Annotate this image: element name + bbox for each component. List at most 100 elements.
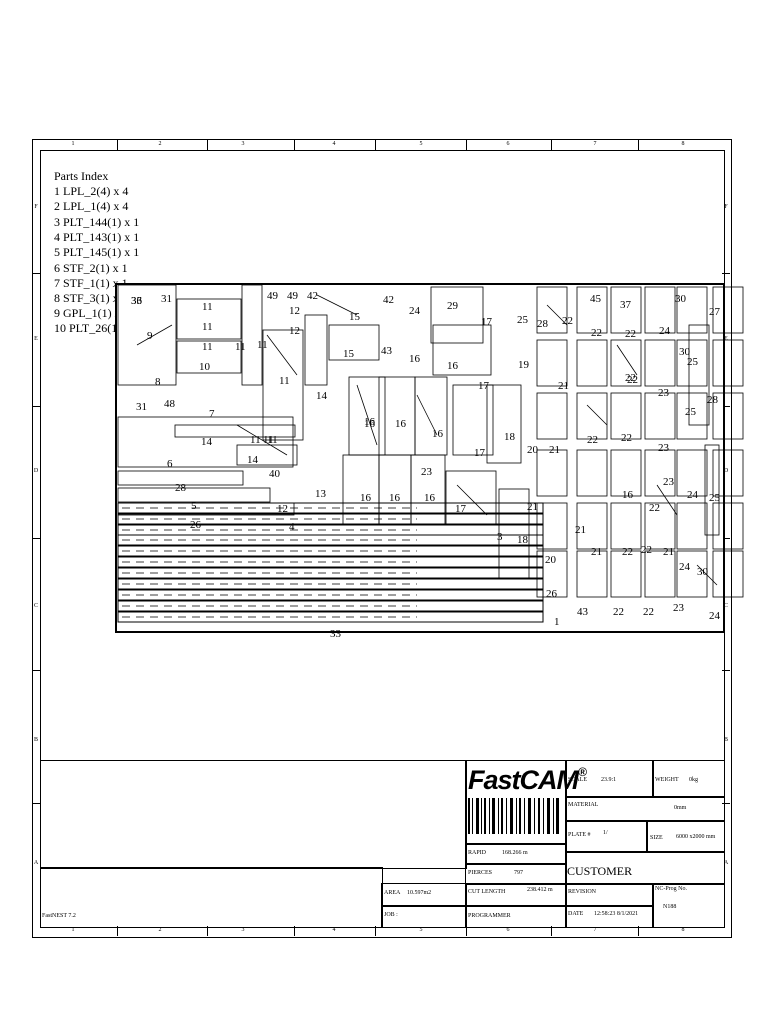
part-number-label: 33 — [330, 628, 342, 640]
column-number: 3 — [241, 927, 245, 933]
registered-mark: ® — [578, 765, 587, 779]
row-letter: C — [723, 603, 728, 609]
row-letter: E — [34, 336, 38, 342]
grid-tick — [375, 926, 376, 936]
nested-part-outline — [328, 324, 380, 361]
part-number-label: 43 — [577, 606, 589, 618]
plate-box — [565, 820, 648, 853]
part-number-label: 12 — [289, 325, 300, 337]
part-number-label: 22 — [562, 315, 573, 327]
part-number-label: 30 — [679, 346, 691, 358]
nested-part-outline — [712, 502, 744, 550]
row-letter: B — [723, 737, 728, 743]
software-label: FastNEST 7.2 — [42, 913, 76, 919]
row-letter: B — [33, 737, 38, 743]
part-number-label: 15 — [349, 311, 361, 323]
date-box — [565, 905, 654, 928]
part-number-label: 24 — [687, 489, 699, 501]
cut-path — [586, 404, 608, 426]
part-number-label: 23 — [658, 442, 670, 454]
grid-tick — [638, 926, 639, 936]
grid-tick — [32, 670, 40, 671]
part-number-label: 19 — [518, 359, 530, 371]
weight-box — [652, 760, 725, 798]
part-number-label: 26 — [546, 588, 558, 600]
part-number-label: 16 — [360, 492, 372, 504]
nested-part-outline — [241, 284, 263, 386]
nested-part-outline — [676, 449, 708, 497]
part-number-label: 13 — [315, 488, 327, 500]
parts-index-item: 3 PLT_144(1) x 1 — [54, 215, 140, 229]
part-number-label: 23 — [663, 476, 675, 488]
nested-part-outline — [688, 324, 710, 426]
part-number-label: 21 — [549, 444, 560, 456]
grid-tick — [375, 140, 376, 150]
nested-part-outline — [576, 392, 608, 440]
row-letter: F — [34, 204, 38, 210]
part-number-label: 30 — [697, 566, 709, 578]
part-number-label: 33 — [131, 295, 143, 307]
area-label: AREA — [384, 890, 401, 896]
part-number-label: 11 — [202, 301, 213, 313]
part-number-label: 14 — [316, 390, 328, 402]
scale-box — [565, 760, 654, 798]
part-number-label: 12 — [277, 503, 288, 515]
nested-part-outline — [536, 550, 568, 598]
parts-index-item: 6 STF_2(1) x 1 — [54, 261, 128, 275]
cut-path — [546, 304, 568, 326]
nested-part-outline — [486, 384, 522, 464]
grid-tick — [207, 926, 208, 936]
column-number: 1 — [71, 141, 75, 147]
cut-path — [456, 484, 488, 516]
part-number-label: 11 — [267, 434, 278, 446]
grid-tick — [638, 140, 639, 150]
cut-path — [616, 344, 638, 376]
column-number: 4 — [332, 927, 336, 933]
nested-part-outline — [445, 470, 497, 526]
grid-tick — [722, 273, 730, 274]
part-number-label: 16 — [432, 428, 444, 440]
size-box — [646, 820, 725, 853]
column-number: 6 — [506, 927, 510, 933]
nc-prog-value: N188 — [663, 904, 677, 910]
row-letter: C — [33, 603, 38, 609]
part-number-label: 22 — [643, 606, 654, 618]
nested-part-outline — [378, 376, 416, 456]
nested-part-outline — [498, 488, 530, 580]
grid-tick — [722, 670, 730, 671]
part-number-label: 4 — [289, 521, 295, 533]
column-number: 7 — [593, 141, 597, 147]
nested-part-outline — [676, 339, 708, 387]
nested-part-outline — [712, 449, 744, 497]
column-number: 8 — [681, 927, 685, 933]
nested-part-outline — [414, 376, 448, 456]
grid-tick — [722, 803, 730, 804]
nested-part-outline — [704, 444, 720, 536]
part-number-label: 28 — [537, 318, 549, 330]
part-number-label: 25 — [685, 406, 697, 418]
parts-index-item: 5 PLT_145(1) x 1 — [54, 245, 140, 259]
part-number-label: 22 — [641, 544, 652, 556]
part-number-label: 21 — [663, 546, 674, 558]
part-number-label: 40 — [269, 468, 281, 480]
part-number-label: 22 — [621, 432, 632, 444]
nested-part-outline — [712, 339, 744, 387]
cut-length-label: CUT LENGTH — [468, 889, 506, 895]
cut-path — [356, 384, 378, 446]
part-number-label: 49 — [267, 290, 279, 302]
nested-part-outline — [576, 550, 608, 598]
parts-index-item: 2 LPL_1(4) x 4 — [54, 199, 129, 213]
part-number-label: 36 — [131, 295, 143, 307]
nested-part-outline — [676, 550, 708, 598]
parts-index-item: 4 PLT_143(1) x 1 — [54, 230, 140, 244]
nested-part-outline — [576, 339, 608, 387]
part-number-label: 17 — [481, 316, 493, 328]
area-box — [381, 883, 467, 907]
part-number-label: 22 — [649, 502, 660, 514]
part-number-label: 25 — [687, 356, 699, 368]
software-box — [40, 867, 383, 928]
nested-part-outline — [712, 286, 744, 334]
nested-part-outline — [610, 449, 642, 497]
column-number: 5 — [419, 927, 423, 933]
